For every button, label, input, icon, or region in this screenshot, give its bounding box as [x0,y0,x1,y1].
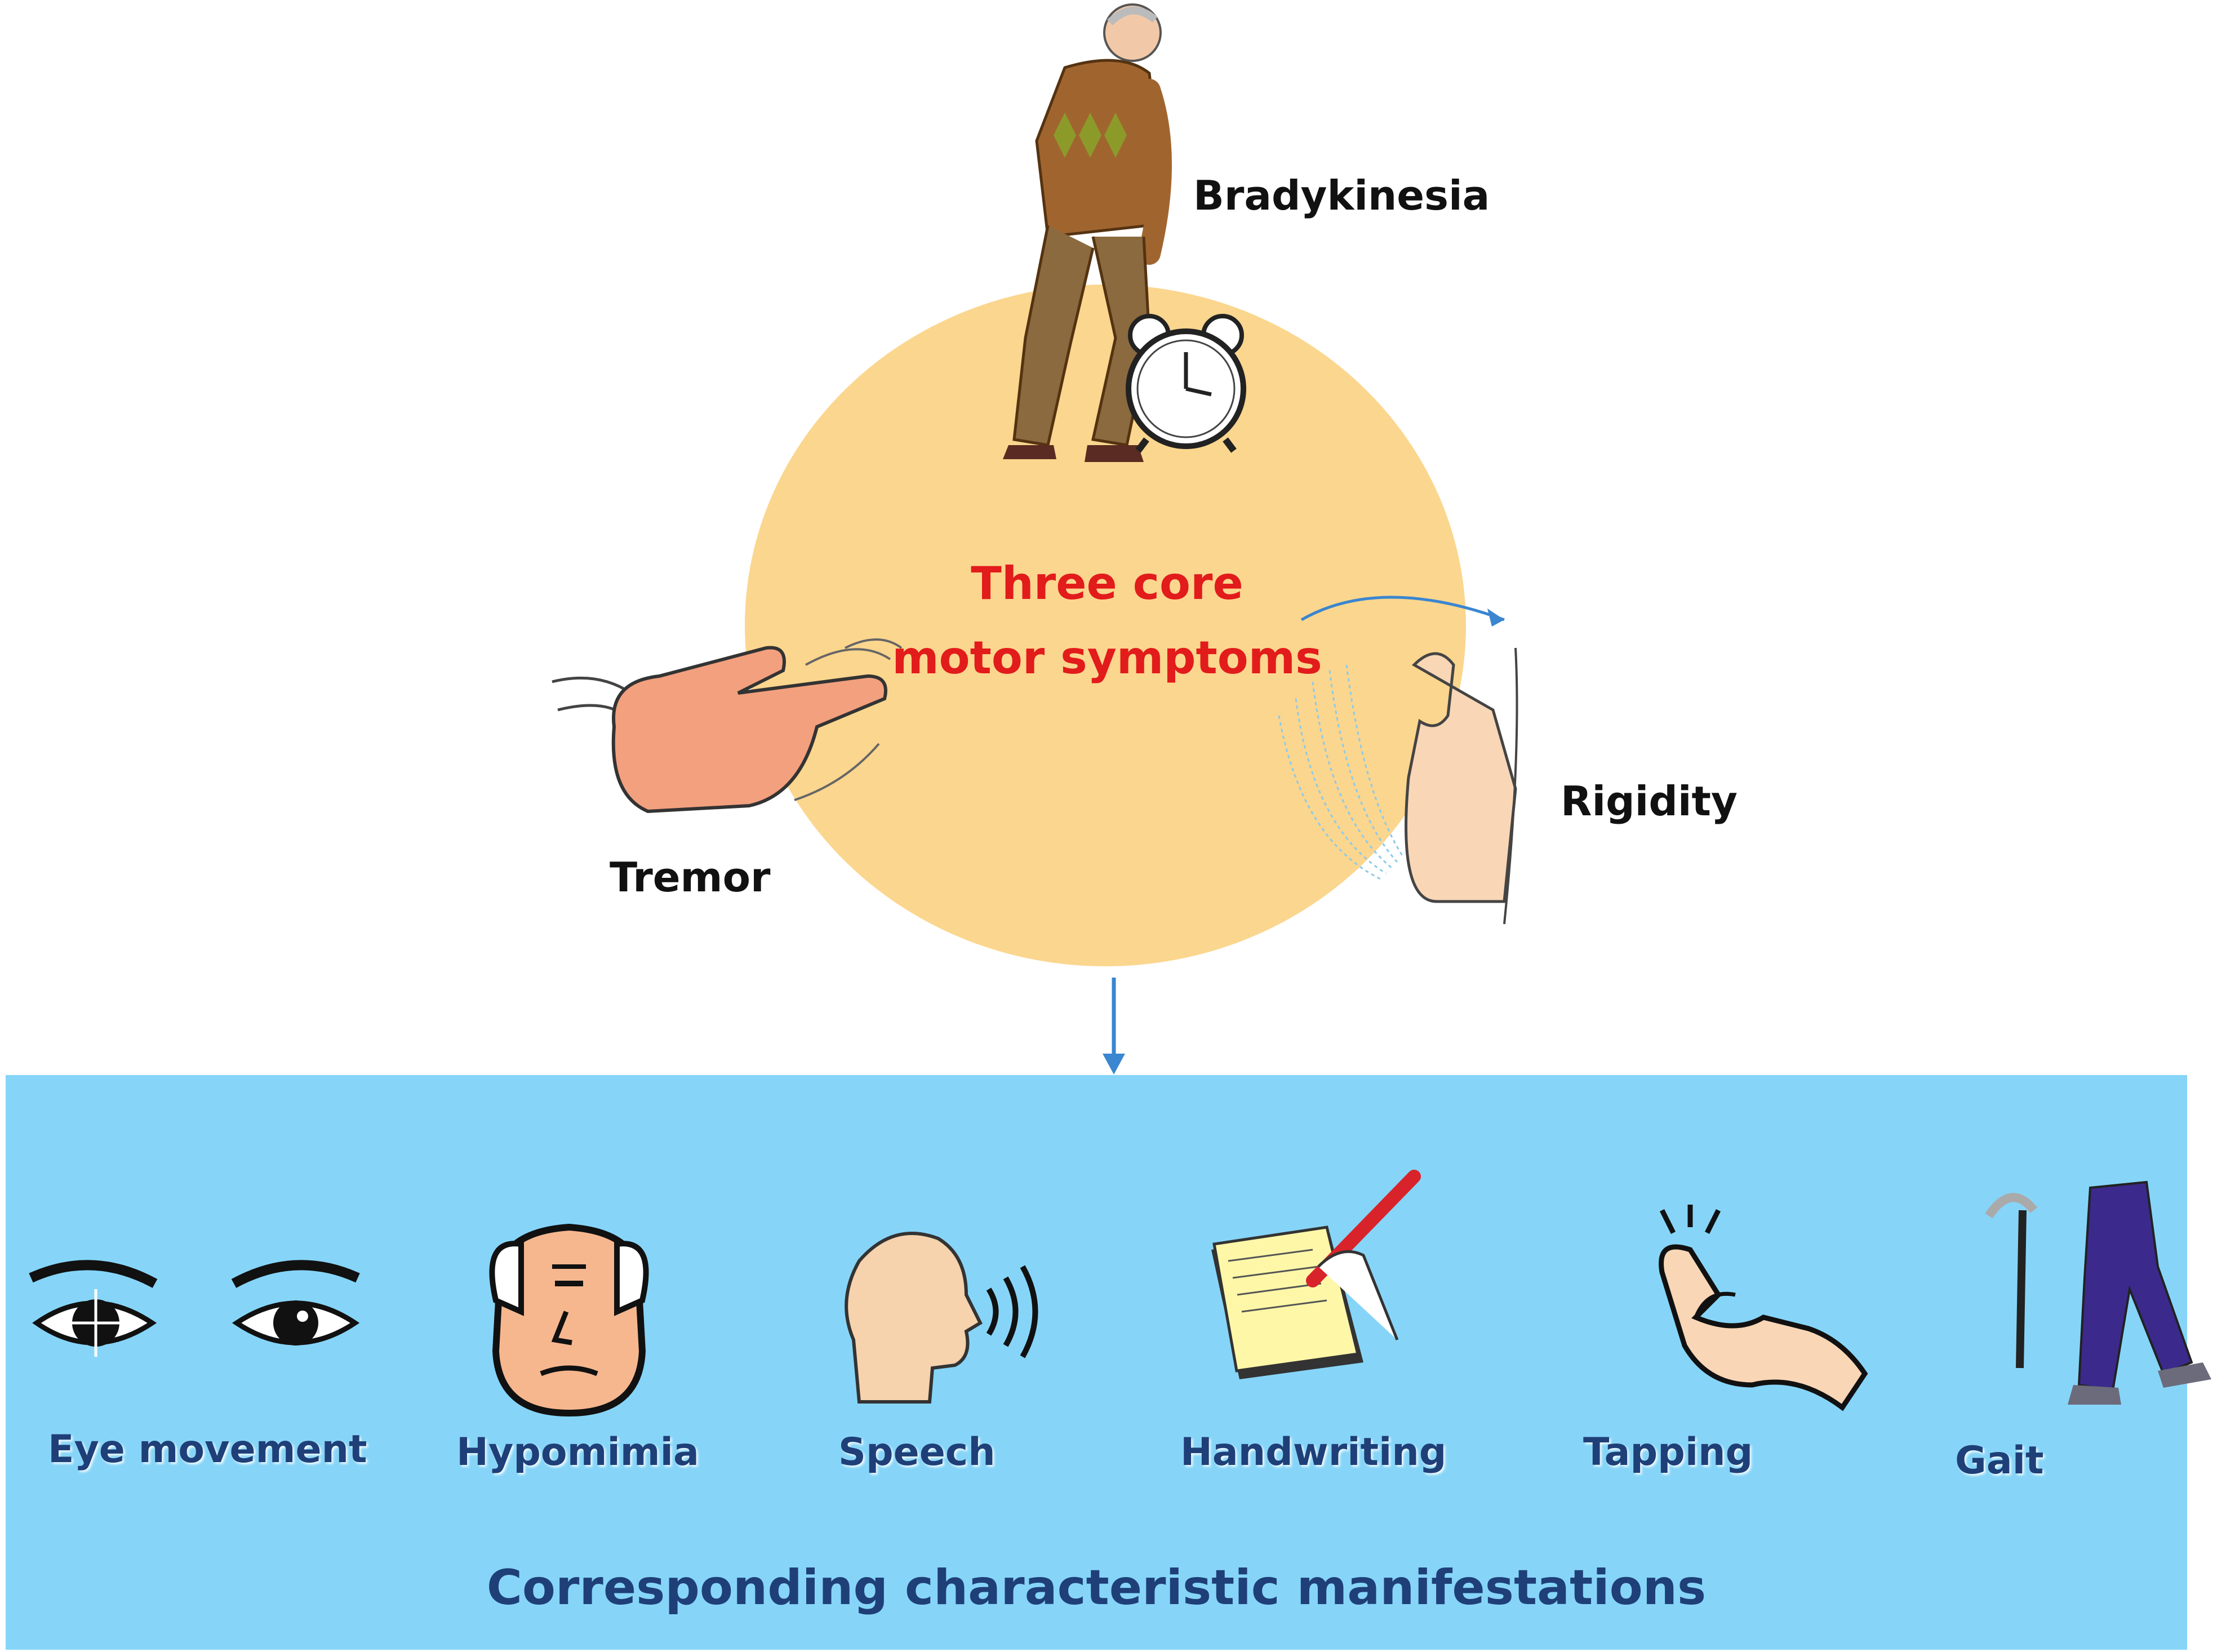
writing-hand-icon [1211,1170,1421,1379]
core-title-line2: motor symptoms [892,632,1322,684]
eye-movement-label: Eye movement [48,1427,367,1472]
rigidity-label: Rigidity [1561,778,1738,825]
walking-legs-icon [1985,1180,2211,1405]
face-icon [489,1223,649,1417]
down-arrow [1103,978,1125,1074]
core-title-line1: Three core [971,557,1243,610]
eyes-icon [29,1260,360,1357]
rigidity-arm-icon [1278,596,1518,925]
manifestations-title: Corresponding characteristic manifestati… [486,1560,1707,1616]
elderly-person-icon [1003,3,1172,462]
finger-tap-icon [1659,1205,1868,1411]
gait-label: Gait [1955,1438,2044,1483]
tapping-label: Tapping [1583,1430,1753,1475]
manifestations-panel: Eye movement Hypomimia Speech Handwritin… [6,1075,2211,1650]
speech-label: Speech [838,1430,996,1475]
tremor-hand-icon [552,638,903,814]
core-title: Three core motor symptoms [879,547,1335,695]
handwriting-label: Handwriting [1180,1430,1447,1475]
alarm-clock-icon [1126,314,1246,453]
tremor-label: Tremor [610,854,771,901]
bradykinesia-label: Bradykinesia [1193,172,1490,219]
speaking-head-icon [845,1232,1038,1404]
hypomimia-label: Hypomimia [456,1430,699,1475]
